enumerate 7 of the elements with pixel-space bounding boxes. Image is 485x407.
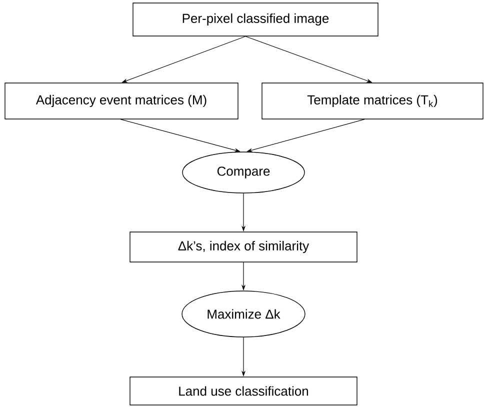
ellipse-node: Maximize Δk: [182, 290, 306, 338]
ellipse-node: Compare: [182, 152, 305, 194]
process-box: Template matrices (T$_{k}$): [262, 82, 484, 120]
process-box: Δk’s, index of similarity: [130, 232, 358, 262]
process-box: Land use classification: [130, 376, 358, 406]
process-box: Adjacency event matrices (M): [4, 82, 238, 120]
process-box: Per-pixel classified image: [132, 2, 378, 36]
